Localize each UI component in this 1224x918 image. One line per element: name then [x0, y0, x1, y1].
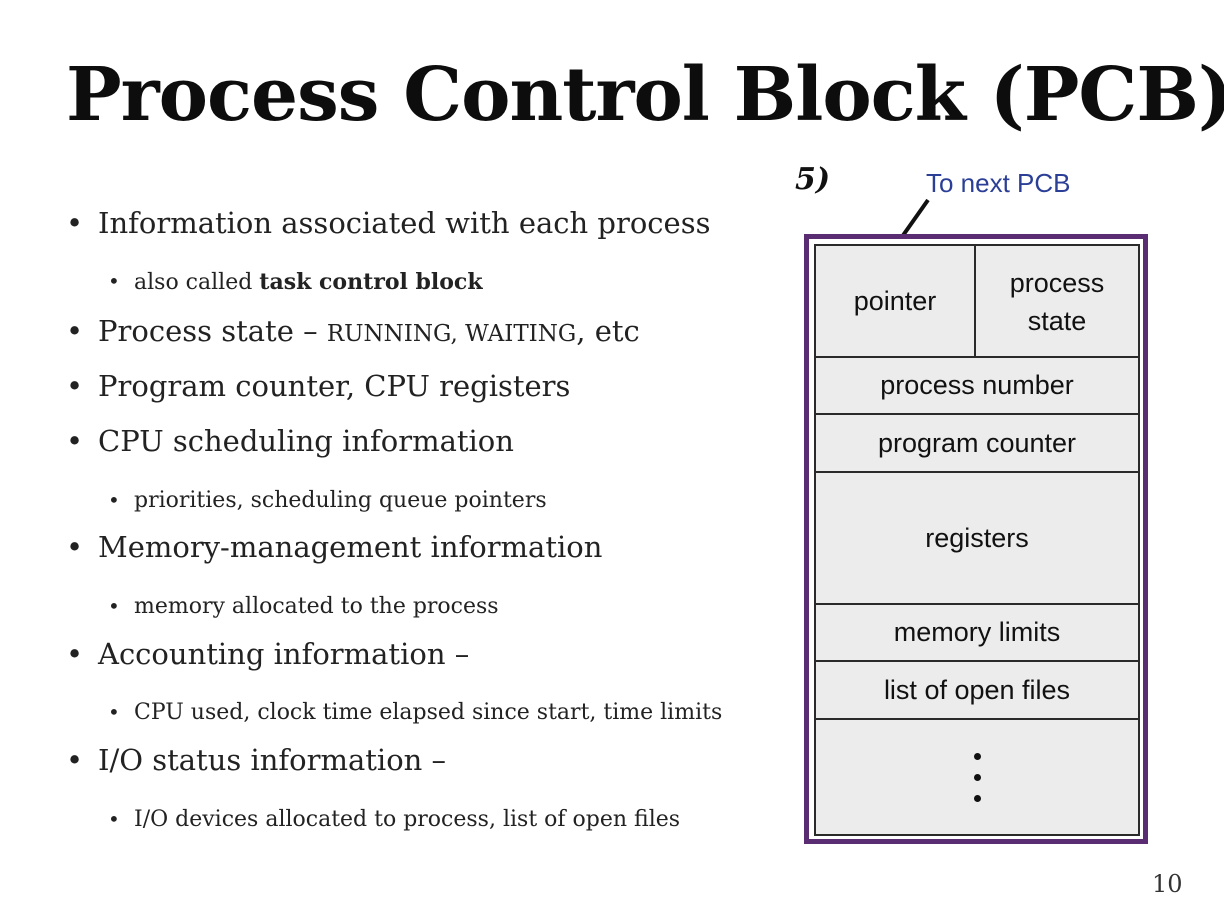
bullet-text: Process state – RUNNING, WAITING, etc: [98, 314, 640, 348]
bullet-text: Memory-management information: [98, 530, 603, 564]
pcb-process-state-line2: state: [1027, 306, 1087, 336]
bullet-text-plain: Process state –: [98, 314, 327, 348]
bullet-dot: •: [108, 269, 120, 293]
bullet-dot: •: [108, 700, 120, 724]
bullet-text: I/O devices allocated to process, list o…: [134, 807, 681, 832]
pcb-process-state-cell: process state: [976, 246, 1138, 356]
vertical-ellipsis-icon: [973, 752, 981, 802]
pcb-row-memory-limits: memory limits: [816, 605, 1138, 662]
bullet-dot: •: [108, 594, 120, 618]
pcb-row-open-files: list of open files: [816, 662, 1138, 720]
bullet-text-plain: also called: [134, 270, 260, 295]
pcb-row-program-counter: program counter: [816, 415, 1138, 473]
bullet-dot: •: [66, 314, 84, 348]
bullet-text: Program counter, CPU registers: [98, 369, 571, 403]
next-pcb-label: To next PCB: [926, 168, 1071, 198]
bullet-dot: •: [66, 424, 84, 458]
bullet-dot: •: [66, 369, 84, 403]
pcb-program-counter-label: program counter: [877, 427, 1077, 458]
pcb-row-ellipsis: [816, 720, 1138, 834]
bullet-dot: •: [66, 637, 84, 671]
bullet-text: CPU scheduling information: [98, 424, 514, 458]
pcb-diagram-body: pointer process state process number pro…: [814, 244, 1140, 836]
bullet-dot: •: [66, 206, 84, 240]
page-number: 10: [1152, 870, 1183, 898]
bullet-dot: •: [108, 488, 120, 512]
pcb-memory-limits-label: memory limits: [893, 617, 1061, 647]
bullet-text-bold: task control block: [259, 269, 483, 295]
pcb-pointer-cell: pointer: [816, 246, 976, 356]
bullet-text-smallcaps: RUNNING, WAITING: [326, 321, 577, 347]
title-overflow-fragment: 5): [795, 162, 831, 197]
bullet-text: also called task control block: [134, 269, 483, 295]
bullet-text: CPU used, clock time elapsed since start…: [134, 700, 723, 725]
bullet-text: Information associated with each process: [98, 206, 711, 240]
bullet-dot: •: [66, 743, 84, 777]
bullet-dot: •: [66, 530, 84, 564]
pcb-process-number-label: process number: [880, 370, 1074, 400]
bullet-dot: •: [108, 807, 120, 831]
pcb-pointer-label: pointer: [853, 285, 937, 316]
bullet-text: memory allocated to the process: [134, 594, 499, 619]
pcb-row-registers: registers: [816, 473, 1138, 605]
bullet-text: priorities, scheduling queue pointers: [134, 488, 547, 513]
pcb-registers-label: registers: [925, 522, 1029, 553]
pcb-process-state-line1: process: [1009, 268, 1105, 298]
bullet-text: Accounting information –: [98, 637, 470, 671]
pcb-row-process-number: process number: [816, 358, 1138, 415]
pcb-row-pointer-state: pointer process state: [816, 246, 1138, 358]
pcb-open-files-label: list of open files: [883, 674, 1071, 705]
slide-title: Process Control Block (PCB): [66, 52, 1224, 138]
pcb-diagram: pointer process state process number pro…: [804, 234, 1148, 844]
bullet-text: I/O status information –: [98, 743, 447, 777]
bullet-text-plain: , etc: [576, 314, 640, 348]
